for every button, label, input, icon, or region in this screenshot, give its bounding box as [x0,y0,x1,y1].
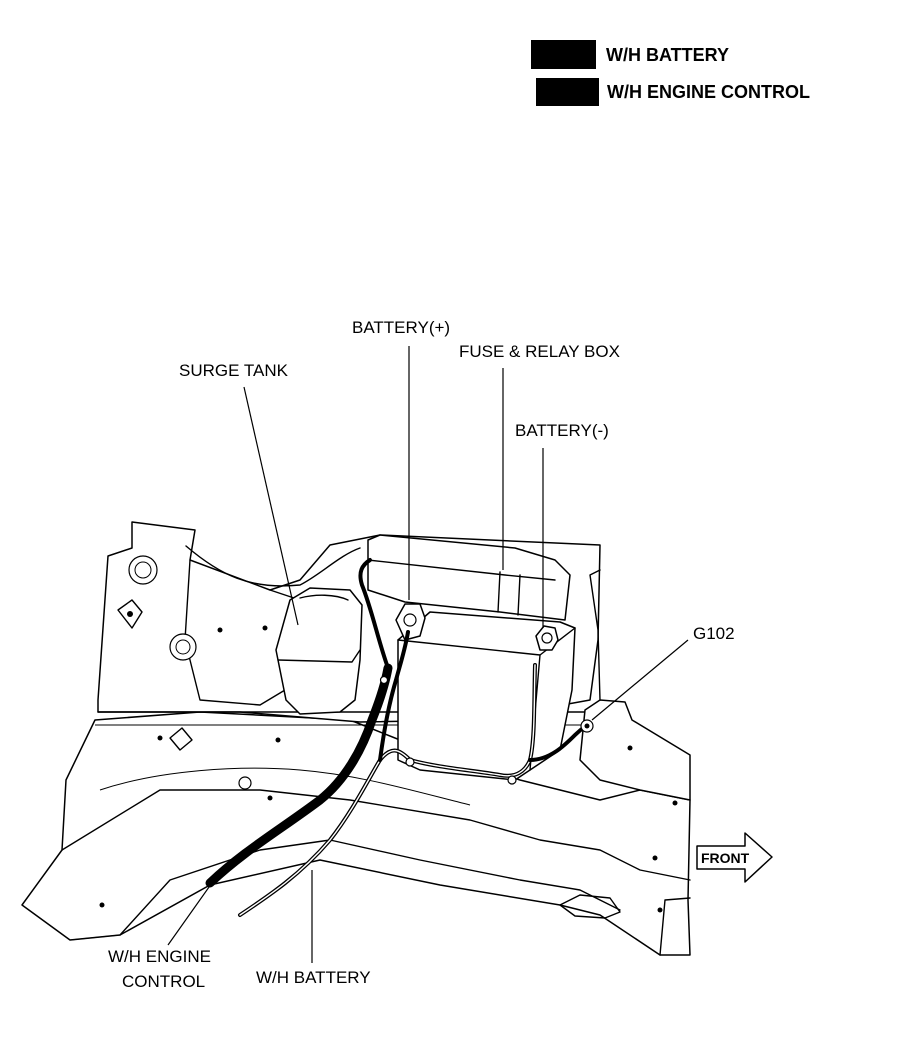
front-side-rail [61,789,691,881]
surge-tank-seam [277,649,361,663]
bolt [217,627,223,633]
bolt [99,902,105,908]
front-side-rail-lower [119,839,621,936]
bolt [657,907,663,913]
label-wh-engine-control-2: CONTROL [122,972,205,991]
label-wh-battery: W/H BATTERY [256,968,371,987]
g102-ground [580,719,594,733]
mount-tab [117,599,143,629]
leader-g102 [591,639,689,721]
label-battery-neg: BATTERY(-) [515,421,609,440]
floor-panel [21,711,691,956]
harness-clip [379,675,389,685]
legend-label-wh-battery: W/H BATTERY [606,45,729,65]
crossmember-bracket [559,894,621,919]
fuse-relay-box [367,534,571,621]
label-wh-engine-control-1: W/H ENGINE [108,947,211,966]
apron-right-detail [589,569,601,701]
body-hole-inner [175,639,191,655]
leader-surge-tank [243,386,299,626]
legend: W/H BATTERY W/H ENGINE CONTROL [531,40,810,106]
body-hole-inner [134,561,152,579]
inner-fender-contour [185,545,361,587]
bolt [275,737,281,743]
bolt [267,795,273,801]
legend-swatch-wh-engine-control [536,78,599,106]
rail-tip [659,897,691,956]
body-hole [169,633,197,661]
harness-clip [507,775,517,785]
fuse-relay-box-front [497,571,521,616]
bolt [262,625,268,631]
harness-engine-control-top [358,558,390,670]
surge-tank [275,587,363,715]
body-hole [128,555,158,585]
front-arrow-icon [696,832,773,883]
battery-neg-post [541,632,553,644]
engine-bay-structure [21,521,691,956]
label-g102: G102 [693,624,735,643]
label-battery-pos: BATTERY(+) [352,318,450,337]
bolt [672,800,678,806]
leader-lines [167,346,689,963]
legend-label-wh-engine-control: W/H ENGINE CONTROL [607,82,810,102]
bolt [627,745,633,751]
label-surge-tank: SURGE TANK [179,361,289,380]
rail-fold [99,767,471,806]
mount-tab-hole [127,611,133,617]
bolt [238,776,252,790]
battery [395,603,576,781]
label-fuse-relay-box: FUSE & RELAY BOX [459,342,620,361]
battery-pos-post [403,613,417,627]
leader-wh-engine-control [167,879,215,946]
harnesses [205,558,588,917]
surge-tank-body [275,587,363,715]
front-arrow-label: FRONT [701,850,750,866]
harness-clip [405,757,415,767]
bolt [652,855,658,861]
rail-edge-1 [69,934,121,941]
legend-swatch-wh-battery [531,40,596,69]
fuse-relay-box-lid [367,559,556,581]
bolt [157,735,163,741]
harness-engine-control [205,663,393,888]
front-arrow: FRONT [696,832,773,883]
harness-battery-pos-branch [378,630,410,762]
callout-labels: BATTERY(+) FUSE & RELAY BOX SURGE TANK B… [108,318,735,991]
surge-tank-cap [299,594,349,601]
apron-right [579,699,691,801]
mount-tab [169,727,193,751]
ground-bolt-g102-center [584,723,590,729]
